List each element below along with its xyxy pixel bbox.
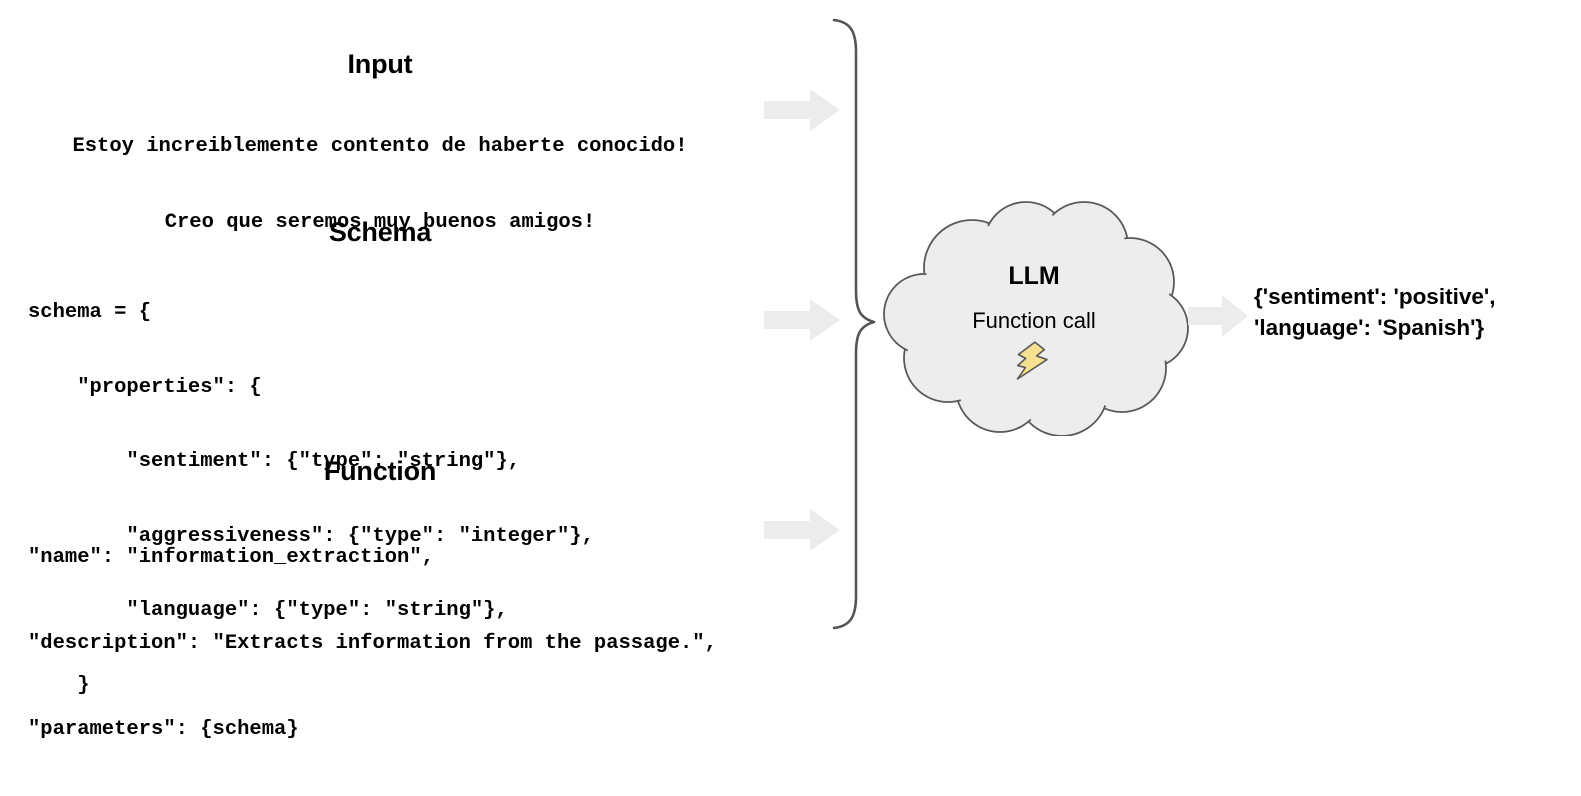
schema-line: "language": {"type": "string"},	[28, 599, 508, 622]
function-section-title: Function	[323, 456, 437, 486]
schema-line: "properties": {	[28, 375, 262, 399]
arrow-right-icon	[1188, 294, 1248, 338]
schema-section-text: schema = { "properties": { "sentiment": …	[28, 253, 594, 746]
llm-label: LLM	[1008, 262, 1060, 290]
function-line: "parameters": {schema}	[28, 718, 299, 741]
arrow-right-icon	[764, 508, 840, 552]
input-line: Estoy increiblemente contento de haberte…	[72, 135, 688, 158]
lightning-bolt-icon	[1008, 338, 1064, 394]
cloud-icon	[876, 196, 1192, 436]
function-section-text: "name": "information_extraction", "descr…	[28, 492, 717, 796]
schema-line: "aggressiveness": {"type": "integer"},	[28, 524, 594, 548]
output-text: {'sentiment': 'positive', 'language': 'S…	[1254, 281, 1574, 343]
function-line: "description": "Extracts information fro…	[28, 632, 717, 655]
input-line: Creo que seremos muy buenos amigos!	[164, 211, 596, 234]
output-line: 'language': 'Spanish'}	[1254, 315, 1485, 340]
function-line: "name": "information_extraction",	[28, 546, 434, 569]
schema-line: schema = {	[28, 301, 152, 324]
arrow-right-icon	[764, 88, 840, 132]
diagram-canvas: Input Estoy increiblemente contento de h…	[0, 0, 1574, 741]
arrow-right-icon	[764, 298, 840, 342]
input-section-title: Input	[347, 49, 413, 79]
schema-section-title: Schema	[328, 217, 432, 247]
output-line: {'sentiment': 'positive',	[1254, 284, 1496, 309]
right-curly-brace-icon	[826, 18, 882, 630]
input-section-text: Estoy increiblemente contento de haberte…	[0, 86, 760, 284]
function-call-label: Function call	[972, 308, 1096, 333]
inputs-column: Input Estoy increiblemente contento de h…	[0, 0, 760, 741]
schema-line: "sentiment": {"type": "string"},	[28, 450, 521, 473]
